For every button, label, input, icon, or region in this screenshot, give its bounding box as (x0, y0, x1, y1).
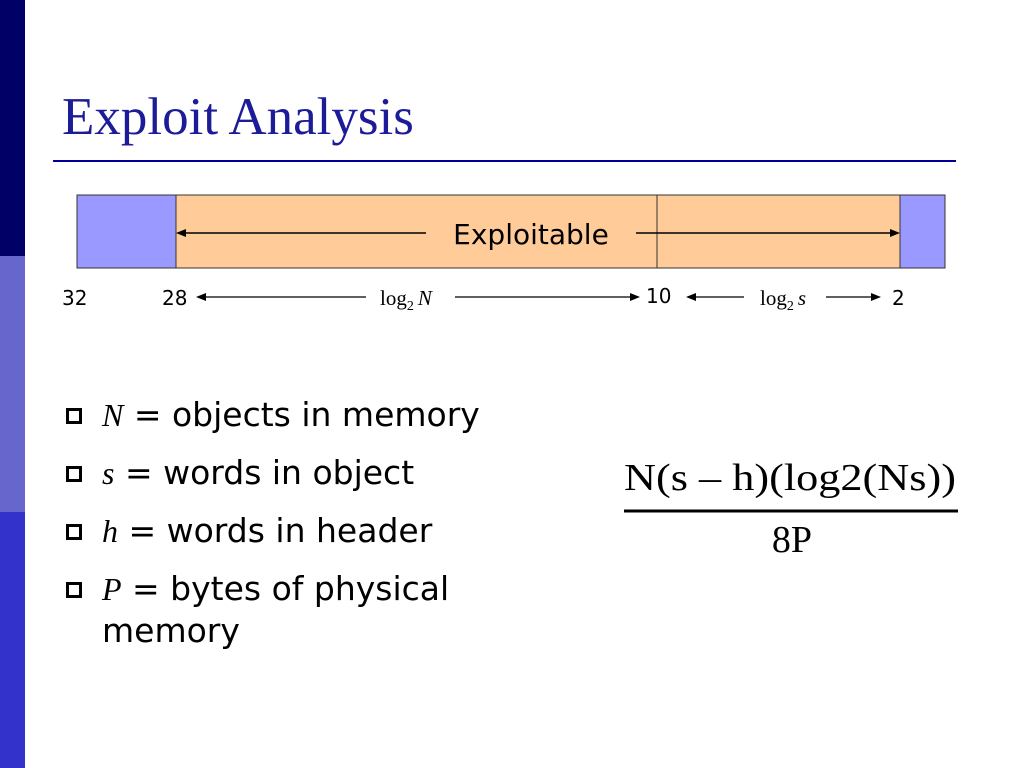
bar-exploitable-segment (175, 194, 901, 269)
bullet-variable: N (102, 397, 124, 433)
bullet-h: h = words in header (62, 510, 582, 552)
logn-arrowhead-right (630, 293, 640, 301)
bar-right-segment (899, 194, 946, 269)
definitions-list: N = objects in memory s = words in objec… (62, 394, 582, 668)
bullet-variable: h (102, 513, 118, 549)
sidebar-block-top (0, 0, 25, 256)
title-underline (53, 160, 956, 162)
bit-label-2: 2 (892, 286, 905, 310)
square-bullet-icon (66, 524, 82, 540)
bar-left-segment (76, 194, 177, 269)
bullet-text: = words in header (118, 511, 433, 550)
bullet-variable: s (102, 455, 115, 491)
bit-label-10: 10 (646, 284, 671, 308)
formula-denominator: 8P (772, 519, 812, 561)
bullet-s: s = words in object (62, 452, 582, 494)
bit-label-28: 28 (162, 286, 187, 310)
bullet-text: = words in object (114, 453, 415, 492)
logs-arrowhead-left (686, 293, 696, 301)
formula-numerator: N(s – h)(log2(Ns)) (624, 457, 956, 499)
square-bullet-icon (66, 466, 82, 482)
slide-sidebar (0, 0, 25, 768)
bullet-p: P = bytes of physical memory (62, 568, 582, 652)
sidebar-block-middle (0, 256, 25, 512)
square-bullet-icon (66, 582, 82, 598)
formula: N(s – h)(log2(Ns)) 8P (624, 457, 958, 561)
logs-arrowhead-right (871, 293, 881, 301)
slide-title: Exploit Analysis (62, 88, 414, 146)
bullet-n: N = objects in memory (62, 394, 582, 436)
logn-arrowhead-left (196, 293, 206, 301)
square-bullet-icon (66, 408, 82, 424)
bullet-text: = objects in memory (123, 395, 480, 434)
bullet-variable: P (102, 571, 122, 607)
bit-label-32: 32 (62, 286, 87, 310)
exploitable-label: Exploitable (453, 218, 609, 251)
exploitable-arrowhead-left (176, 229, 186, 237)
exploitable-arrowhead-right (890, 229, 900, 237)
sidebar-block-bottom (0, 512, 25, 768)
bullet-text: = bytes of physical memory (102, 569, 450, 650)
